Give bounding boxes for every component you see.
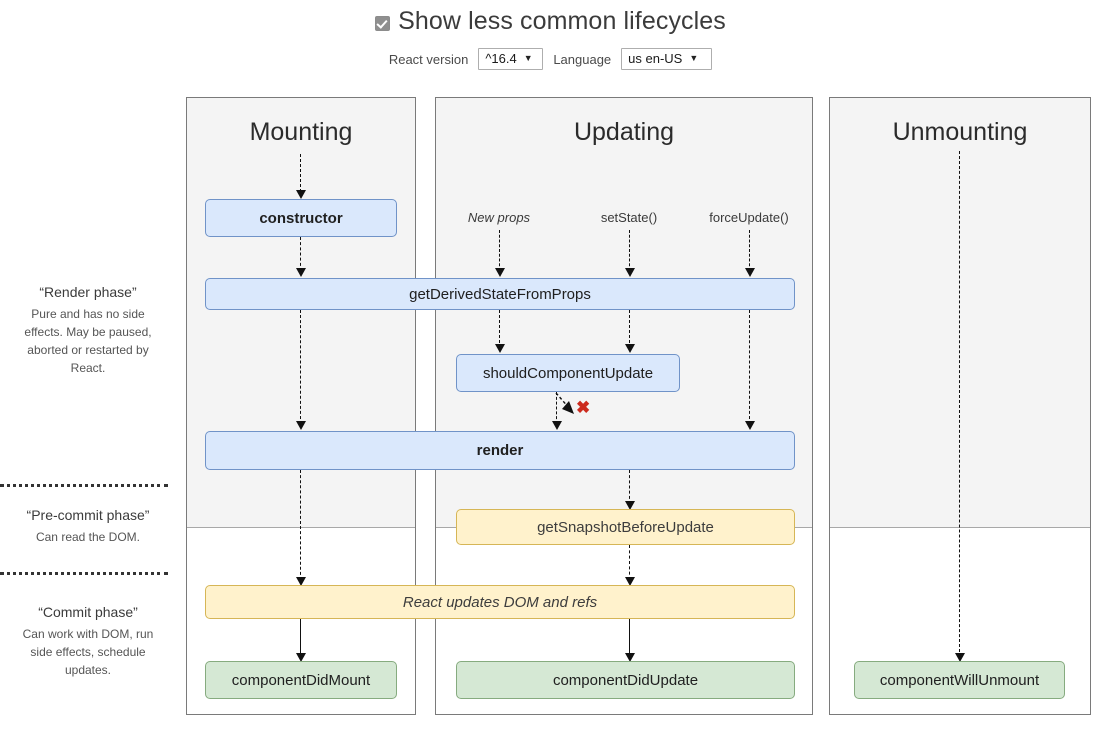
column-grey-region-unmounting (830, 98, 1090, 527)
phase-description: Can work with DOM, run side effects, sch… (22, 627, 154, 677)
react-version-label: React version (388, 51, 469, 67)
header-area: Show less common lifecycles React versio… (0, 0, 1101, 92)
selector-row: React version ^16.4 ▼ Language us en-US … (0, 48, 1101, 70)
arrow-head (625, 653, 635, 662)
node-component-did-update[interactable]: componentDidUpdate (456, 661, 795, 699)
phase-divider-bottom (0, 572, 168, 575)
arrow-head (296, 577, 306, 586)
phase-title: “Commit phase” (38, 604, 138, 620)
arrow-head (495, 268, 505, 277)
arrow-head (552, 421, 562, 430)
arrow-head (495, 344, 505, 353)
column-title-mounting: Mounting (249, 118, 353, 146)
react-version-value: ^16.4 (485, 51, 517, 66)
chevron-down-icon: ▼ (523, 53, 533, 63)
toggle-label: Show less common lifecycles (398, 7, 726, 35)
arrow-head (625, 577, 635, 586)
node-constructor[interactable]: constructor (205, 199, 397, 237)
arrow-dom-to-component-did-update (629, 619, 630, 657)
arrow-dom-to-component-did-mount (300, 619, 301, 657)
arrow-head (625, 344, 635, 353)
arrow-render-to-gsbu (629, 470, 630, 504)
arrow-head (296, 268, 306, 277)
skip-branch-arrow (555, 392, 574, 414)
column-title-unmounting: Unmounting (892, 118, 1028, 146)
phase-title: “Pre-commit phase” (26, 507, 150, 523)
phase-description: Pure and has no side effects. May be pau… (24, 307, 152, 375)
arrow-constructor-to-gdsfp (300, 237, 301, 271)
column-divider-unmounting (830, 527, 1090, 528)
arrow-gdsfp-to-scu-left (499, 310, 500, 348)
phase-divider-top (0, 484, 168, 487)
arrow-title-to-constructor (300, 154, 301, 192)
arrow-unmounting-to-component-will-unmount (959, 151, 960, 657)
trigger-label-new-props: New props (467, 210, 531, 225)
arrow-gsbu-to-react-updates-dom (629, 545, 630, 580)
arrow-new-props-to-gdsfp (499, 230, 500, 271)
node-should-component-update[interactable]: shouldComponentUpdate (456, 354, 680, 392)
language-value: us en-US (628, 51, 683, 66)
arrow-head (745, 268, 755, 277)
language-label: Language (553, 51, 612, 67)
arrow-head (296, 421, 306, 430)
node-get-snapshot-before-update[interactable]: getSnapshotBeforeUpdate (456, 509, 795, 545)
node-get-derived-state-from-props[interactable]: getDerivedStateFromProps (205, 278, 795, 310)
arrow-setstate-to-gdsfp (629, 230, 630, 271)
arrow-forceupdate-to-gdsfp (749, 230, 750, 271)
react-version-select[interactable]: ^16.4 ▼ (478, 48, 544, 70)
node-component-will-unmount[interactable]: componentWillUnmount (854, 661, 1065, 699)
phase-block-render: “Render phase” Pure and has no side effe… (0, 282, 176, 377)
node-react-updates-dom-and-refs[interactable]: React updates DOM and refs (205, 585, 795, 619)
chevron-down-icon: ▼ (689, 53, 699, 63)
checkbox-checked-icon[interactable] (375, 15, 391, 31)
arrow-scu-to-render (556, 392, 557, 424)
arrow-head (955, 653, 965, 662)
arrow-head (625, 268, 635, 277)
node-render[interactable]: render (205, 431, 795, 470)
trigger-label-setstate: setState() (600, 210, 658, 225)
arrow-gdsfp-to-render-forceupdate (749, 310, 750, 424)
arrow-head (296, 653, 306, 662)
arrow-head (745, 421, 755, 430)
skip-marker-icon: ✖ (576, 398, 591, 417)
show-less-common-lifecycles-toggle[interactable]: Show less common lifecycles (0, 6, 1101, 36)
phase-block-pre-commit: “Pre-commit phase” Can read the DOM. (0, 505, 176, 546)
arrow-gdsfp-to-scu-right (629, 310, 630, 348)
phase-title: “Render phase” (39, 284, 137, 300)
language-select[interactable]: us en-US ▼ (621, 48, 713, 70)
phase-block-commit: “Commit phase” Can work with DOM, run si… (0, 602, 176, 679)
arrow-head (625, 501, 635, 510)
arrow-head (296, 190, 306, 199)
column-divider-mounting (187, 527, 415, 528)
trigger-label-forceupdate: forceUpdate() (709, 210, 789, 225)
column-title-updating: Updating (573, 118, 675, 146)
arrow-gdsfp-to-render (300, 310, 301, 424)
node-component-did-mount[interactable]: componentDidMount (205, 661, 397, 699)
phase-legend: “Render phase” Pure and has no side effe… (0, 0, 176, 733)
phase-description: Can read the DOM. (35, 530, 141, 544)
arrow-render-to-react-updates-dom-mounting (300, 470, 301, 580)
